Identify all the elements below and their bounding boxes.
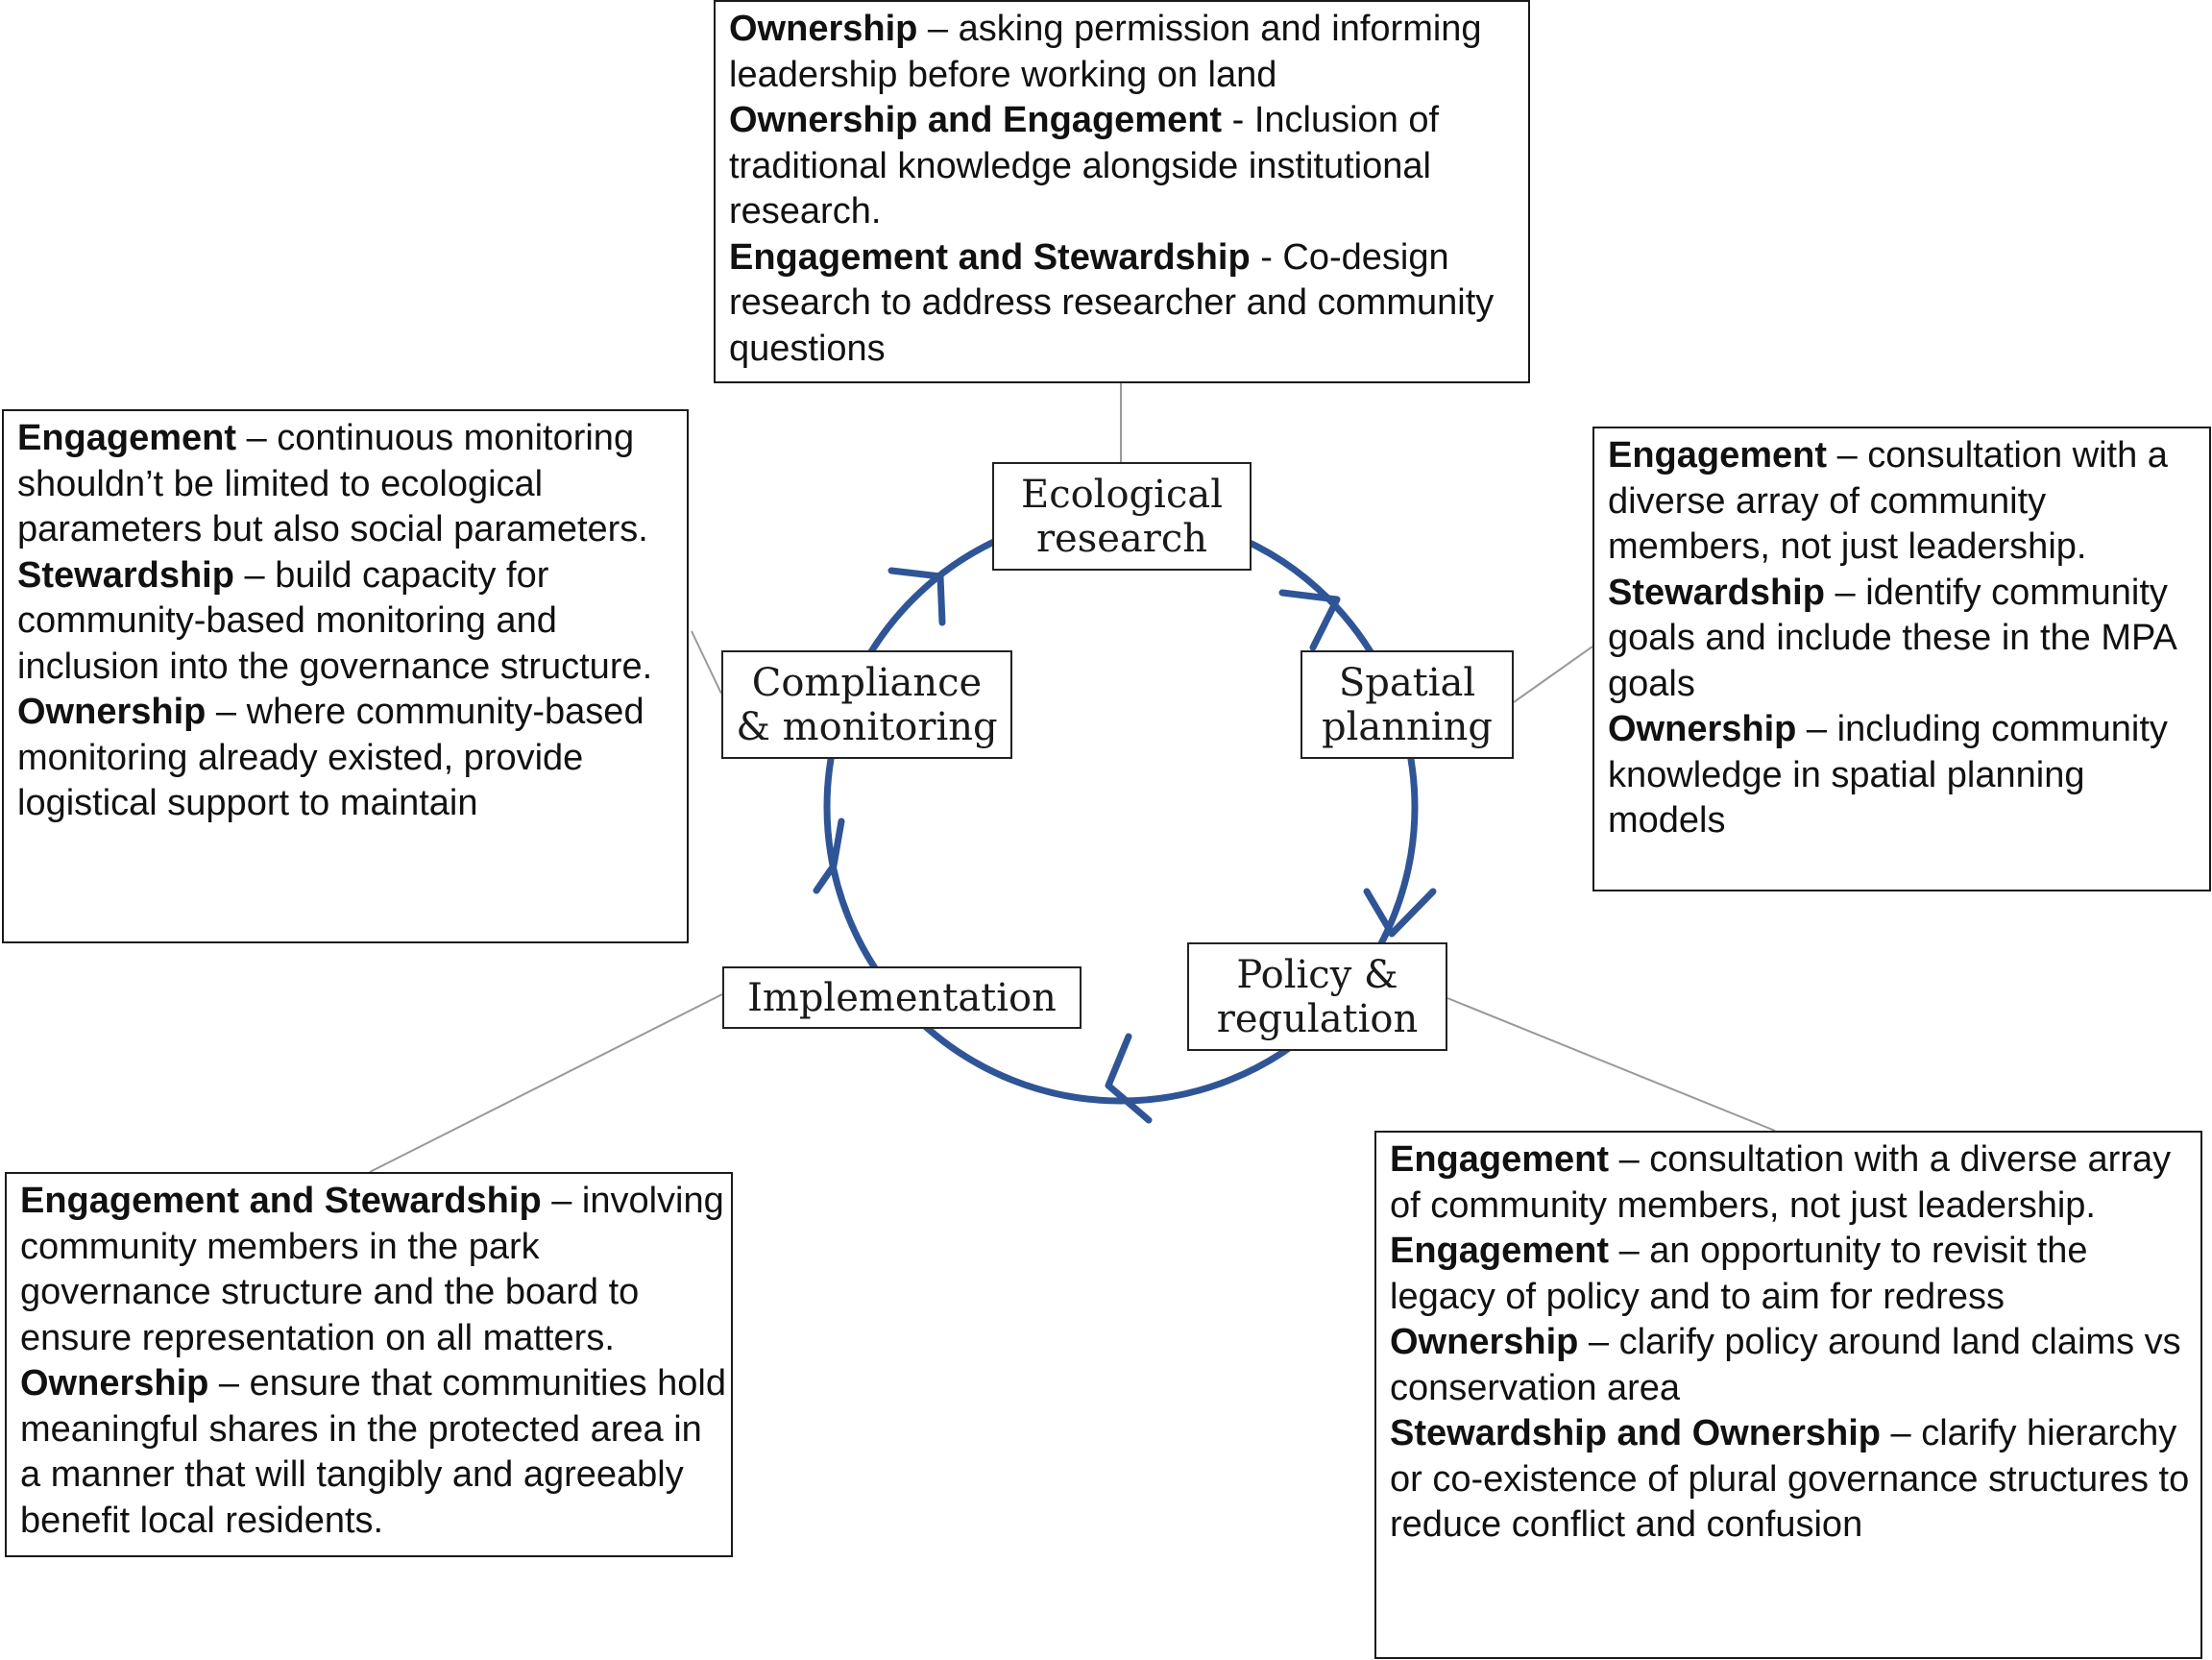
- annotation-entry: Ownership – where community-based monito…: [17, 690, 687, 827]
- annotation-label: Stewardship: [17, 554, 234, 596]
- annotation-label: Engagement: [1608, 435, 1828, 476]
- annotation-entry: Engagement – consultation with a diverse…: [1608, 433, 2209, 571]
- annotation-entry: Ownership – ensure that communities hold…: [20, 1361, 731, 1544]
- annotation-label: Engagement: [1390, 1231, 1610, 1271]
- annotation-text: – consultation with a diverse array of c…: [1390, 1139, 2172, 1226]
- stage-spatial-planning: Spatial planning: [1300, 650, 1514, 759]
- annotation-entry: Engagement – continuous monitoring shoul…: [17, 416, 687, 553]
- annotation-box-bottom-right: Engagement – consultation with a diverse…: [1374, 1131, 2202, 1659]
- annotation-text: – ensure that communities hold meaningfu…: [20, 1363, 726, 1541]
- connector-right: [1513, 646, 1593, 703]
- annotation-label: Stewardship and Ownership: [1390, 1413, 1881, 1453]
- annotation-entry: Engagement and Stewardship - Co-design r…: [729, 235, 1528, 373]
- annotation-label: Engagement and Stewardship: [729, 236, 1251, 278]
- annotation-entry: Ownership – asking permission and inform…: [729, 7, 1528, 98]
- annotation-entry: Stewardship and Ownership – clarify hier…: [1390, 1411, 2200, 1549]
- annotation-label: Ownership: [1390, 1322, 1579, 1362]
- annotation-label: Ownership: [17, 692, 207, 732]
- connector-left: [691, 630, 722, 695]
- annotation-box-bottom-left: Engagement and Stewardship – involving c…: [5, 1172, 733, 1557]
- arrowhead-4: [813, 818, 845, 894]
- annotation-entry: Engagement – an opportunity to revisit t…: [1390, 1229, 2200, 1320]
- annotation-text: – identify community goals and include t…: [1608, 572, 2176, 704]
- annotation-entry: Ownership and Engagement - Inclusion of …: [729, 98, 1528, 235]
- annotation-entry: Stewardship – identify community goals a…: [1608, 571, 2209, 708]
- arrowhead-5: [887, 567, 946, 626]
- annotation-text: – clarify policy around land claims vs c…: [1390, 1322, 2181, 1408]
- connector-bottom-left: [369, 993, 723, 1173]
- stage-compliance-monitoring: Compliance & monitoring: [721, 650, 1012, 759]
- annotation-entry: Ownership – clarify policy around land c…: [1390, 1320, 2200, 1411]
- arrowhead-3: [1105, 1033, 1153, 1124]
- annotation-text: – asking permission and informing leader…: [729, 9, 1482, 95]
- annotation-label: Ownership: [20, 1363, 209, 1404]
- annotation-label: Ownership: [729, 9, 918, 49]
- annotation-text: - Co-design research to address research…: [729, 236, 1495, 369]
- annotation-box-right: Engagement – consultation with a diverse…: [1592, 427, 2211, 891]
- stage-implementation: Implementation: [722, 966, 1082, 1029]
- annotation-label: Engagement and Stewardship: [20, 1181, 542, 1221]
- connector-bottom-right: [1446, 997, 1776, 1132]
- annotation-entry: Stewardship – build capacity for communi…: [17, 553, 687, 691]
- annotation-text: – build capacity for community-based mon…: [17, 554, 653, 687]
- annotation-entry: Ownership – including community knowledg…: [1608, 707, 2209, 844]
- stage-ecological-research: Ecological research: [992, 462, 1252, 571]
- annotation-text: – where community-based monitoring alrea…: [17, 692, 644, 823]
- annotation-entry: Engagement and Stewardship – involving c…: [20, 1179, 731, 1361]
- annotation-entry: Engagement – consultation with a diverse…: [1390, 1137, 2200, 1229]
- annotation-text: – clarify hierarchy or co-existence of p…: [1390, 1413, 2190, 1545]
- annotation-label: Engagement: [17, 418, 237, 458]
- annotation-text: – continuous monitoring shouldn’t be lim…: [17, 418, 648, 549]
- arrowhead-2: [1363, 888, 1437, 938]
- annotation-label: Ownership: [1608, 709, 1797, 749]
- annotation-text: – an opportunity to revisit the legacy o…: [1390, 1231, 2088, 1317]
- annotation-box-left: Engagement – continuous monitoring shoul…: [2, 409, 689, 943]
- annotation-box-top: Ownership – asking permission and inform…: [714, 0, 1530, 383]
- annotation-label: Ownership and Engagement: [729, 100, 1223, 140]
- annotation-text: - Inclusion of traditional knowledge alo…: [729, 100, 1440, 232]
- arrowhead-1: [1278, 589, 1341, 651]
- annotation-text: – consultation with a diverse array of c…: [1608, 435, 2168, 567]
- stage-policy-regulation: Policy & regulation: [1187, 942, 1447, 1051]
- annotation-text: – including community knowledge in spati…: [1608, 709, 2168, 841]
- annotation-label: Engagement: [1390, 1139, 1610, 1180]
- annotation-text: – involving community members in the par…: [20, 1181, 724, 1358]
- annotation-label: Stewardship: [1608, 572, 1825, 613]
